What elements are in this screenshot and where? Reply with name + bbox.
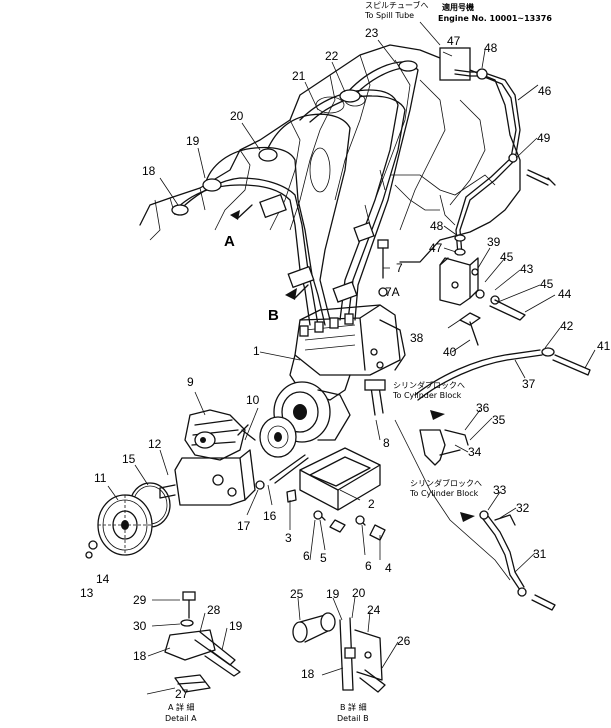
detail-a-drawing (164, 591, 241, 693)
detail-b-caption-jp: B 詳 細 (340, 702, 367, 712)
callout-label: 32 (516, 501, 530, 515)
note-serial-en: Engine No. 10001~13376 (438, 14, 552, 23)
air-compressor (159, 409, 256, 506)
note-cyl1-jp: シリンダブロックへ (393, 380, 465, 390)
callout-label: 25 (290, 587, 304, 601)
callout-label: 49 (537, 131, 551, 145)
callout-label: 37 (522, 377, 536, 391)
callout-label: 31 (533, 547, 547, 561)
bracket-38 (439, 257, 526, 346)
callout-label: 48 (430, 219, 444, 233)
gear-and-oring (85, 482, 171, 559)
callout-label: 44 (558, 287, 572, 301)
part-47-box (439, 47, 471, 81)
callout-label: 26 (397, 634, 411, 648)
callout-label: 38 (410, 331, 424, 345)
detail-a-caption-jp: A 詳 細 (168, 702, 195, 712)
callout-label: 18 (301, 667, 315, 681)
callout-label: 36 (476, 401, 490, 415)
annotation-notes: スピルチューブへ To Spill Tube 適用号機 Engine No. 1… (364, 0, 552, 498)
callout-label: 24 (367, 603, 381, 617)
view-arrows (230, 204, 475, 522)
callout-label: 11 (94, 471, 107, 485)
callout-labels: 1 2 3 4 5 6 6 7 7A 8 9 10 11 12 13 14 15… (80, 26, 611, 701)
callout-label: 10 (246, 393, 260, 407)
callout-label: 7 (396, 261, 403, 275)
callout-label: 6 (365, 559, 372, 573)
callout-label: 47 (447, 34, 461, 48)
note-cyl2-en: To Cylinder Block (409, 489, 479, 498)
callout-label: 35 (492, 413, 506, 427)
callout-label: 43 (520, 262, 534, 276)
pipes-31-37 (394, 347, 591, 611)
callout-label: 41 (597, 339, 611, 353)
callout-label: 4 (385, 561, 392, 575)
spill-tube (439, 47, 556, 256)
callout-label: 16 (263, 509, 277, 523)
callout-label: 2 (368, 497, 375, 511)
callout-label: 7A (385, 285, 400, 299)
bolt-7 (377, 239, 389, 297)
callout-label: 30 (133, 619, 147, 633)
leader-lines (107, 39, 596, 695)
callout-label: 48 (484, 41, 498, 55)
callout-label: 18 (133, 649, 147, 663)
engine-block (139, 44, 521, 263)
callout-label: 39 (487, 235, 501, 249)
note-spill-jp: スピルチューブへ (365, 0, 429, 10)
callout-label: 20 (352, 586, 366, 600)
callout-label: 6 (303, 549, 310, 563)
pump-coupling (259, 381, 351, 458)
callout-label: 45 (540, 277, 554, 291)
callout-label: 29 (133, 593, 147, 607)
callout-label: 46 (538, 84, 552, 98)
callout-label: 14 (96, 572, 110, 586)
callout-label: 33 (493, 483, 507, 497)
callout-label: 47 (429, 241, 443, 255)
detail-b-caption-en: Detail B (337, 714, 369, 723)
callout-label: 3 (285, 531, 292, 545)
callout-label: 9 (187, 375, 194, 389)
callout-label: 23 (365, 26, 379, 40)
callout-label: 1 (253, 344, 260, 358)
note-cyl2-jp: シリンダブロックへ (410, 478, 482, 488)
callout-label: 20 (230, 109, 244, 123)
callout-label: 13 (80, 586, 94, 600)
callout-label: 19 (229, 619, 243, 633)
note-spill-en: To Spill Tube (364, 11, 414, 20)
injection-lines (171, 60, 419, 326)
injection-pump (289, 304, 406, 416)
callout-label: 22 (325, 49, 339, 63)
callout-label: 18 (142, 164, 156, 178)
detail-a-caption-en: Detail A (165, 714, 197, 723)
view-label-a: A (224, 233, 235, 250)
callout-label: 12 (148, 437, 162, 451)
note-cyl1-en: To Cylinder Block (392, 391, 462, 400)
callout-label: 19 (326, 587, 340, 601)
callout-label: 19 (186, 134, 200, 148)
callout-label: 45 (500, 250, 514, 264)
note-serial-jp: 適用号機 (442, 2, 474, 12)
callout-label: 28 (207, 603, 221, 617)
callout-label: 40 (443, 345, 457, 359)
callout-label: 8 (383, 436, 390, 450)
callout-label: 42 (560, 319, 574, 333)
bracket-2 (255, 447, 386, 541)
view-label-b: B (268, 307, 279, 324)
callout-label: 17 (237, 519, 251, 533)
callout-label: 21 (292, 69, 306, 83)
callout-label: 15 (122, 452, 136, 466)
callout-label: 5 (320, 551, 327, 565)
callout-label: 34 (468, 445, 482, 459)
detail-b-drawing (292, 612, 386, 693)
callout-label: 27 (175, 687, 189, 701)
